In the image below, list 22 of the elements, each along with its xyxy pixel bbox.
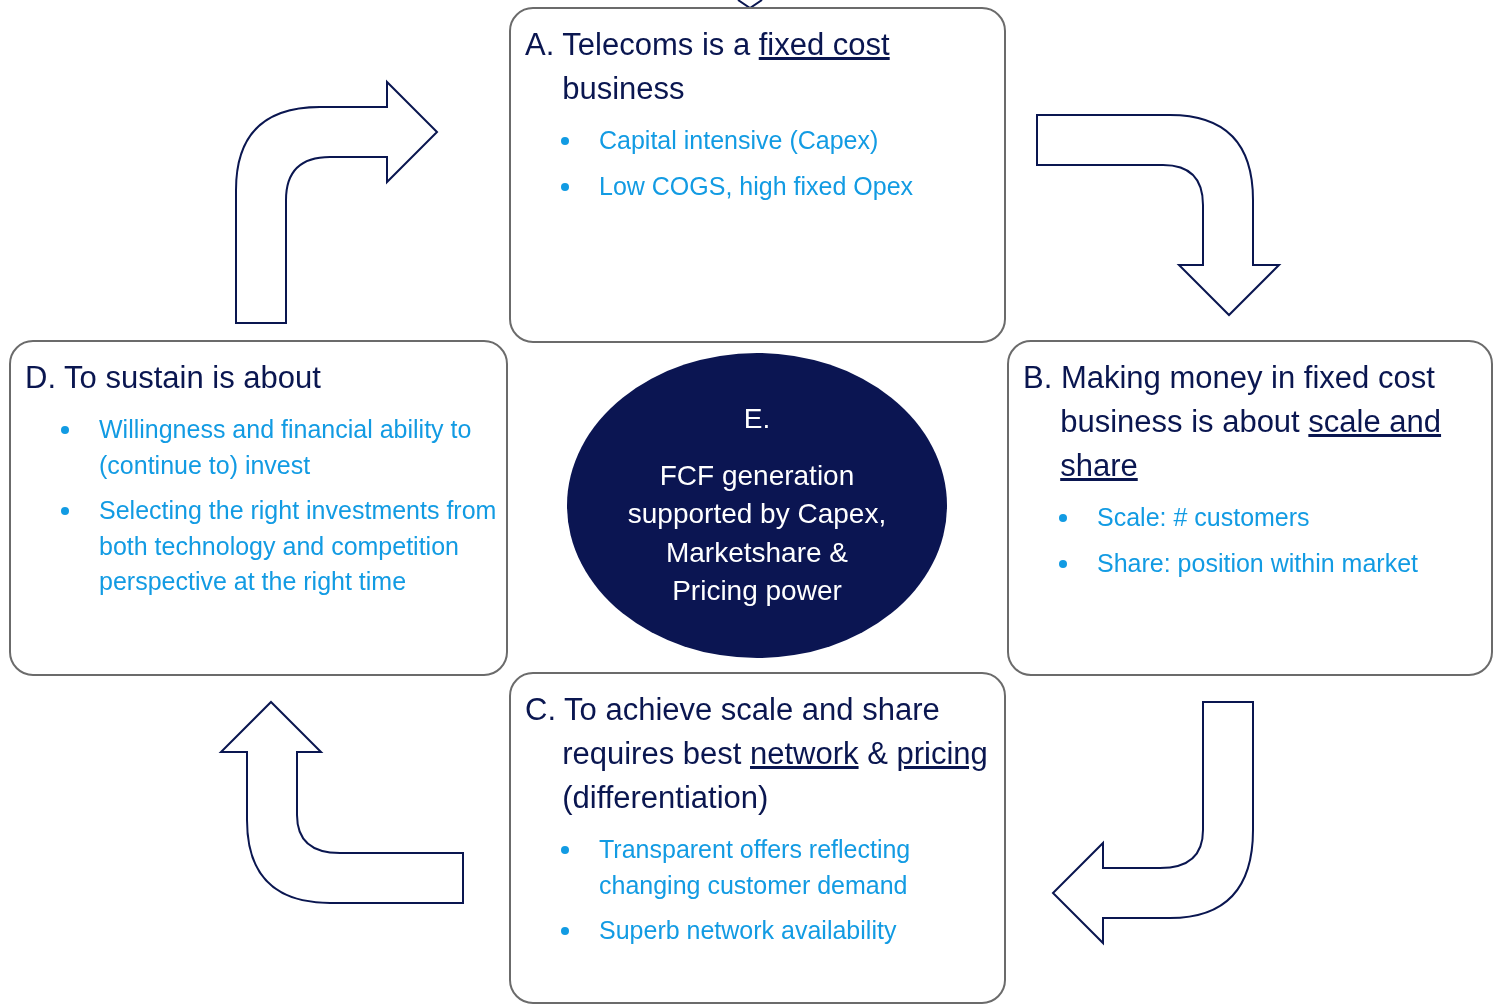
box-heading: C. To achieve scale and share requires best network & pricing (differentiation): [525, 691, 989, 818]
stage-box: [509, 672, 1006, 1004]
stage-box: [509, 7, 1006, 343]
ellipse-text: FCF generation supported by Capex, Marketshare & Pricing power: [627, 458, 887, 609]
block-arrow: [1052, 701, 1254, 944]
box-heading: A. Telecoms is a fixed cost business: [525, 26, 891, 108]
bullet-item: Share: position within market: [1097, 545, 1483, 582]
bullet-item: Transparent offers reflecting changing customer demand: [599, 832, 996, 904]
block-arrow: [1036, 114, 1280, 316]
bullet-item: Willingness and financial ability to (continue to) invest: [99, 412, 498, 483]
bullet-item: Capital intensive (Capex): [599, 123, 996, 159]
block-arrow: [220, 701, 464, 904]
ellipse-letter: E.: [743, 401, 771, 436]
bullet-item: Low COGS, high fixed Opex: [599, 168, 996, 205]
bullet-item: Scale: # customers: [1097, 500, 1483, 536]
stage-box: [9, 340, 508, 676]
bullet-item: Superb network availability: [599, 913, 996, 949]
bullet-item: Selecting the right investments from both technology and competition perspective at the right time: [99, 493, 498, 600]
stage-box: [1007, 340, 1493, 676]
box-heading: D. To sustain is about: [25, 359, 322, 397]
block-arrow: [235, 81, 438, 324]
box-heading: B. Making money in fixed cost business is about scale and share: [1023, 359, 1443, 486]
